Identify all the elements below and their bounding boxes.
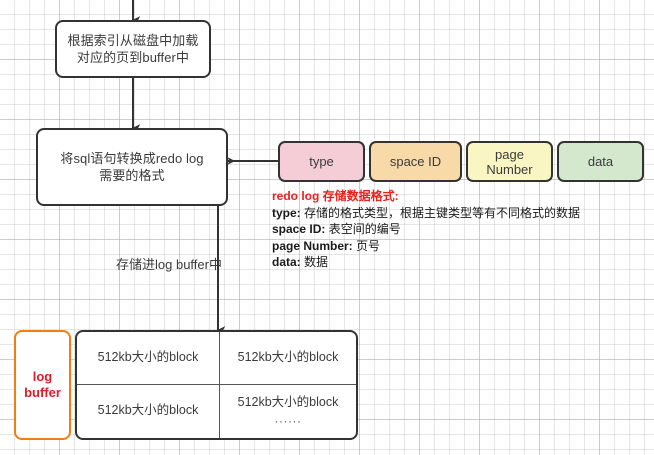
log-buffer-block-table: 512kb大小的block 512kb大小的block 512kb大小的bloc… — [75, 330, 358, 440]
legend-entry-data-key: data: — [272, 255, 301, 269]
log-buffer-label-line1: log — [32, 369, 53, 384]
record-cell-type-label: type — [309, 154, 334, 169]
legend-entry-space-id: space ID: 表空间的编号 — [272, 221, 650, 238]
node-convert-line2: 需要的格式 — [99, 168, 165, 183]
legend-entry-data: data: 数据 — [272, 254, 650, 271]
record-cell-page-number[interactable]: page Number — [466, 141, 553, 182]
legend-entry-type: type: 存储的格式类型，根据主键类型等有不同格式的数据 — [272, 205, 650, 222]
node-load-page-line1: 根据索引从磁盘中加载 — [67, 33, 199, 48]
legend-entry-page-number: page Number: 页号 — [272, 238, 650, 255]
log-buffer-label-box[interactable]: log buffer — [14, 330, 71, 440]
legend-entry-type-key: type: — [272, 205, 301, 220]
record-cell-data-label: data — [587, 154, 614, 169]
log-buffer-block-cell[interactable]: 512kb大小的block — [77, 332, 220, 385]
legend-entry-space-id-value: 表空间的编号 — [325, 222, 401, 236]
record-cell-page-number-label2: Number — [486, 161, 533, 177]
legend-title-rest: 存储数据格式: — [319, 189, 399, 203]
node-convert-sql-to-redolog[interactable]: 将sql语句转换成redo log 需要的格式 — [36, 128, 228, 206]
node-convert-line1: 将sql语句转换成redo log — [60, 151, 204, 166]
log-buffer-block-text: 512kb大小的block — [237, 394, 339, 409]
legend-title-red: redo log — [272, 189, 320, 203]
log-buffer-block-text: 512kb大小的block — [97, 349, 199, 364]
record-cell-data[interactable]: data — [557, 141, 644, 182]
edge-label-store-into-log-buffer: 存储进log buffer中 — [116, 257, 222, 272]
legend-entry-space-id-key: space ID: — [272, 222, 326, 236]
record-cell-space-id-label: space ID — [389, 154, 442, 169]
legend-title: redo log 存储数据格式: — [272, 188, 650, 205]
log-buffer-block-cell[interactable]: 512kb大小的block — [77, 385, 220, 438]
legend-entry-page-number-key: page Number: — [272, 238, 353, 253]
legend-entry-type-value: 存储的格式类型，根据主键类型等有不同格式的数据 — [300, 205, 581, 220]
node-load-page-line2: 对应的页到buffer中 — [76, 50, 190, 65]
log-buffer-label-line2: buffer — [24, 385, 61, 400]
log-buffer-block-cell[interactable]: 512kb大小的block — [220, 332, 356, 385]
record-cell-type[interactable]: type — [278, 141, 365, 182]
log-buffer-block-text: 512kb大小的block — [237, 349, 339, 364]
log-buffer-block-dots: ······ — [274, 413, 302, 428]
legend-entry-page-number-value: 页号 — [352, 238, 381, 253]
log-buffer-block-cell[interactable]: 512kb大小的block ······ — [220, 385, 356, 438]
log-buffer-block-text: 512kb大小的block — [97, 403, 199, 417]
legend-redo-log-format: redo log 存储数据格式: type: 存储的格式类型，根据主键类型等有不… — [272, 188, 650, 271]
record-cell-page-number-label1: page — [495, 146, 524, 162]
record-cell-space-id[interactable]: space ID — [369, 141, 462, 182]
legend-entry-data-value: 数据 — [300, 255, 329, 269]
node-load-page-from-disk[interactable]: 根据索引从磁盘中加载 对应的页到buffer中 — [55, 20, 211, 78]
